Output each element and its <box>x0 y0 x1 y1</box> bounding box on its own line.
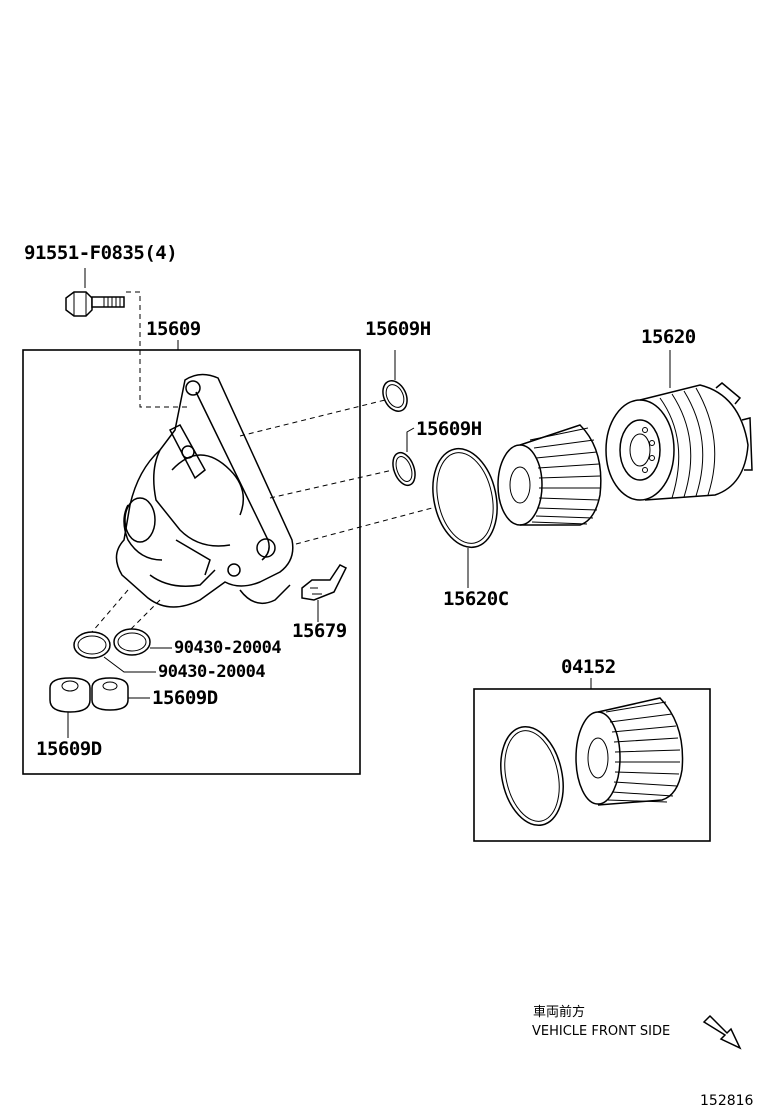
kit-filter-drawing <box>575 697 684 806</box>
plug-left-drawing <box>49 677 91 713</box>
oring-a-leader <box>103 656 156 673</box>
oring-h-top-drawing <box>382 380 408 412</box>
clip-part-number: 15679 <box>292 620 347 642</box>
vehicle-front-arrow-icon <box>702 1014 742 1050</box>
housing-group-box <box>22 349 361 775</box>
plug-left-part-number: 15609D <box>36 738 102 760</box>
oring-h-mid-part-number: 15609H <box>416 418 482 440</box>
oring-a-part-number: 90430-20004 <box>158 662 266 682</box>
clip-drawing <box>301 564 348 601</box>
element-kit-part-number: 04152 <box>561 656 616 678</box>
oring-h-mid-leader <box>406 427 415 452</box>
cap-drawing <box>605 382 753 501</box>
bolt-part-number: 91551-F0835(4) <box>24 242 178 264</box>
gasket-part-number: 15620C <box>443 588 509 610</box>
dash-to-gasket <box>295 507 433 545</box>
oring-h-top-part-number: 15609H <box>365 318 431 340</box>
filter-element-drawing <box>497 424 602 526</box>
oring-b-part-number: 90430-20004 <box>174 638 282 658</box>
dash-to-oring-b <box>129 599 161 631</box>
oring-b-drawing <box>113 628 151 656</box>
dash-to-oring-top <box>239 399 386 437</box>
bolt-drawing <box>65 291 125 317</box>
direction-note-japanese: 車両前方 <box>533 1005 586 1020</box>
oring-a-drawing <box>73 631 111 659</box>
direction-note-english: VEHICLE FRONT SIDE <box>532 1024 671 1039</box>
oring-h-mid-drawing <box>392 451 416 487</box>
plug-right-part-number: 15609D <box>152 687 218 709</box>
housing-part-number: 15609 <box>146 318 201 340</box>
housing-drawing <box>115 373 294 608</box>
bolt-dash-line <box>126 291 190 408</box>
cap-part-number: 15620 <box>641 326 696 348</box>
gasket-drawing <box>432 447 498 549</box>
dash-to-oring-mid <box>269 469 394 499</box>
dash-to-oring-a <box>91 589 129 633</box>
plug-right-drawing <box>91 677 129 711</box>
kit-gasket-drawing <box>500 725 564 827</box>
element-kit-box <box>473 688 711 842</box>
figure-number: 152816 <box>700 1093 754 1109</box>
